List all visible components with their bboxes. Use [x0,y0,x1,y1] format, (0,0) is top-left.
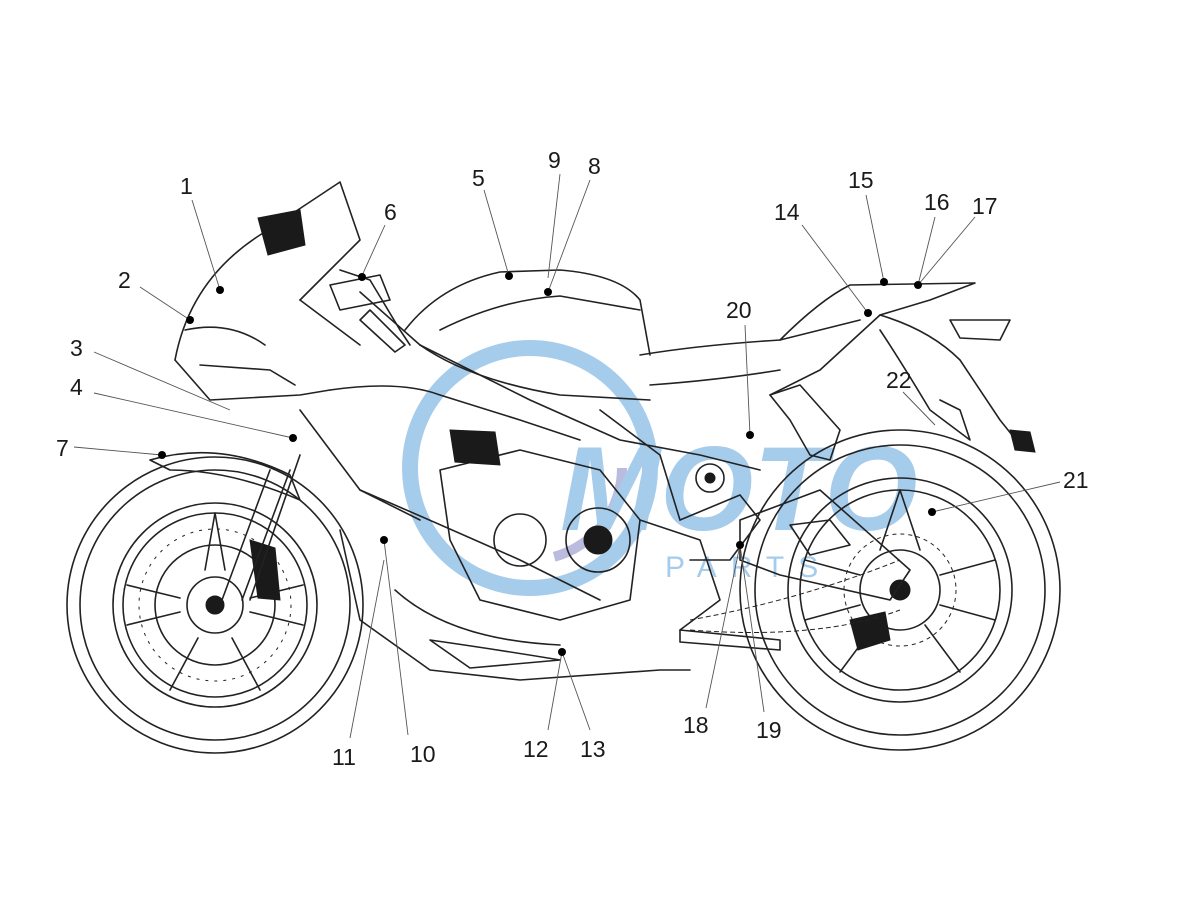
callout-20: 20 [726,297,752,323]
callout-19: 19 [756,717,782,743]
side-fairing [299,385,691,681]
swingarm [689,489,911,633]
callout-5: 5 [472,165,485,191]
callout-dots [158,272,936,656]
watermark-logo-text: MOTO [560,422,918,556]
callout-1: 1 [180,173,193,199]
callout-10: 10 [410,741,436,767]
callout-2: 2 [118,267,131,293]
rear-set [679,384,841,561]
callout-14: 14 [774,199,800,225]
frame [419,344,761,521]
seat-and-tail [639,282,1036,453]
callout-21: 21 [1063,467,1089,493]
front-fairing [174,181,421,401]
watermark-tagline: PARTS [665,551,832,584]
callout-18: 18 [683,712,709,738]
callout-3: 3 [70,335,83,361]
callout-13: 13 [580,736,606,762]
callout-9: 9 [548,147,561,173]
callout-22: 22 [886,367,912,393]
callout-16: 16 [924,189,950,215]
watermark-logo: MOTO PARTS [402,340,918,596]
leader-lines [73,173,1061,739]
callout-15: 15 [848,167,874,193]
callout-7: 7 [56,435,69,461]
callout-labels: 1 2 3 4 5 6 7 8 9 10 11 12 13 14 15 16 1… [56,147,1089,770]
engine [439,429,721,631]
callout-11: 11 [332,744,356,770]
callout-4: 4 [70,374,83,400]
kickstand [679,629,781,651]
front-fork [149,451,301,601]
callout-12: 12 [523,736,549,762]
callout-6: 6 [384,199,397,225]
handlebar [329,274,406,353]
callout-17: 17 [972,193,998,219]
callout-8: 8 [588,153,601,179]
front-wheel [66,456,364,754]
